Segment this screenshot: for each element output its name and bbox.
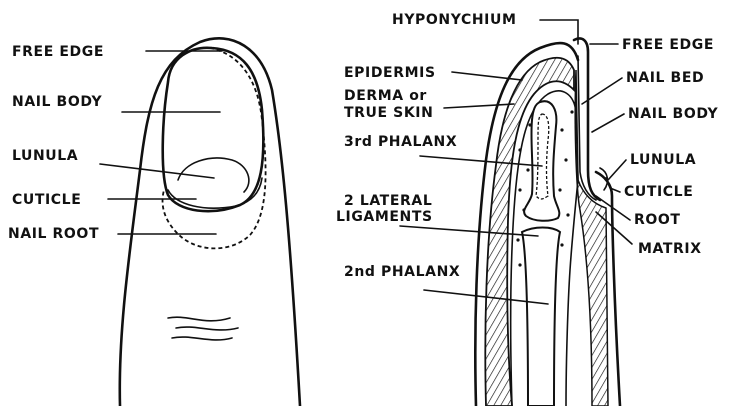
- knuckle-crease-1: [168, 317, 230, 321]
- finger-outline: [120, 38, 300, 406]
- finger-outer-view: [120, 38, 300, 406]
- label-root: ROOT: [634, 212, 681, 228]
- leader-third-phalanx: [420, 156, 542, 166]
- label-matrix: MATRIX: [638, 241, 702, 257]
- label-cuticle-left: CUTICLE: [12, 192, 81, 208]
- label-nail-body-left: NAIL BODY: [12, 94, 103, 110]
- label-second-phalanx: 2nd PHALANX: [344, 264, 460, 280]
- label-derma-line1: DERMA or: [344, 88, 427, 104]
- nail-bed: [575, 70, 608, 406]
- knuckle-crease-3: [172, 337, 232, 340]
- label-nail-bed: NAIL BED: [626, 70, 704, 86]
- leader-lunula-left: [100, 164, 214, 178]
- label-lateral-line1: 2 LATERAL: [344, 193, 432, 209]
- leader-lateral-ligaments: [400, 226, 538, 236]
- label-hyponychium: HYPONYCHIUM: [392, 12, 516, 28]
- label-epidermis: EPIDERMIS: [344, 65, 436, 81]
- label-third-phalanx: 3rd PHALANX: [344, 134, 457, 150]
- leader-lunula-right: [608, 160, 626, 180]
- label-lunula-right: LUNULA: [630, 152, 696, 168]
- label-nail-root-left: NAIL ROOT: [8, 226, 99, 242]
- leader-derma: [444, 104, 514, 108]
- label-lunula-left: LUNULA: [12, 148, 78, 164]
- cuticle-fold: [168, 178, 262, 208]
- label-free-edge-left: FREE EDGE: [12, 44, 104, 60]
- label-derma-line2: TRUE SKIN: [344, 105, 433, 121]
- left-labels: FREE EDGE NAIL BODY LUNULA CUTICLE NAIL …: [8, 44, 222, 242]
- label-free-edge-right: FREE EDGE: [622, 37, 714, 53]
- label-lateral-line2: LIGAMENTS: [336, 209, 433, 225]
- label-cuticle-right: CUTICLE: [624, 184, 693, 200]
- leader-nail-body-right: [592, 114, 624, 132]
- leader-hyponychium: [540, 20, 578, 44]
- second-phalanx-bone: [522, 228, 560, 406]
- label-nail-body-right: NAIL BODY: [628, 106, 719, 122]
- knuckle-crease-2: [176, 327, 238, 330]
- nail-root-dashed: [163, 48, 266, 248]
